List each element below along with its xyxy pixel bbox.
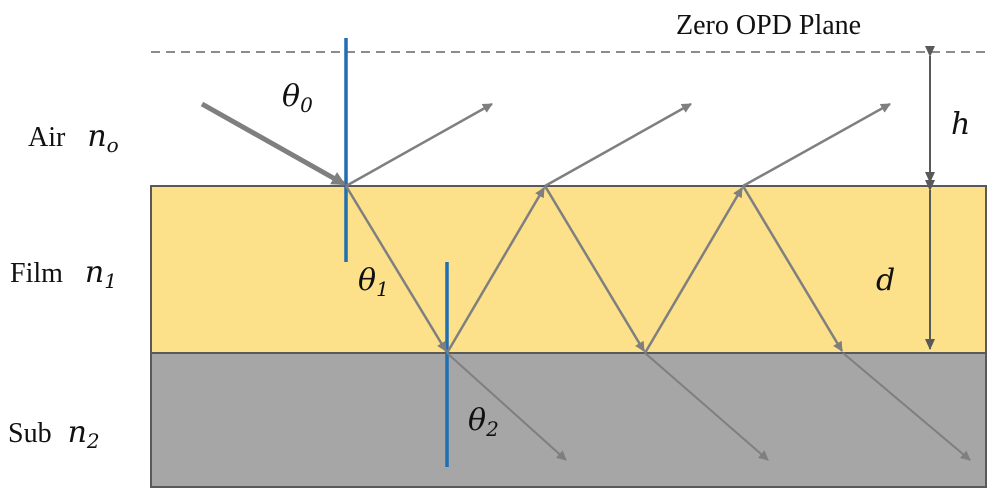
theta0-label: θ0 [282, 79, 313, 117]
film-ray-up-1 [445, 187, 546, 354]
transmitted-ray-3 [842, 352, 971, 461]
theta1-label: θ1 [358, 263, 389, 301]
film-layer [150, 185, 987, 354]
substrate-layer [150, 352, 987, 488]
zero-opd-plane-label: Zero OPD Plane [676, 10, 861, 41]
transmitted-ray-2 [644, 352, 769, 461]
reflected-ray-1 [345, 102, 493, 188]
transmitted-ray-1 [446, 352, 567, 461]
film-ray-down-2 [543, 185, 646, 352]
film-ray-down-1 [344, 185, 448, 352]
reflected-ray-3 [742, 102, 891, 188]
incident-ray [200, 101, 346, 187]
reflected-ray-2 [544, 102, 692, 188]
height-label: h [951, 107, 970, 142]
film-ray-up-2 [643, 187, 744, 354]
film-ray-down-3 [741, 185, 844, 352]
theta2-label: θ2 [468, 403, 499, 441]
thickness-label: d [876, 263, 895, 298]
